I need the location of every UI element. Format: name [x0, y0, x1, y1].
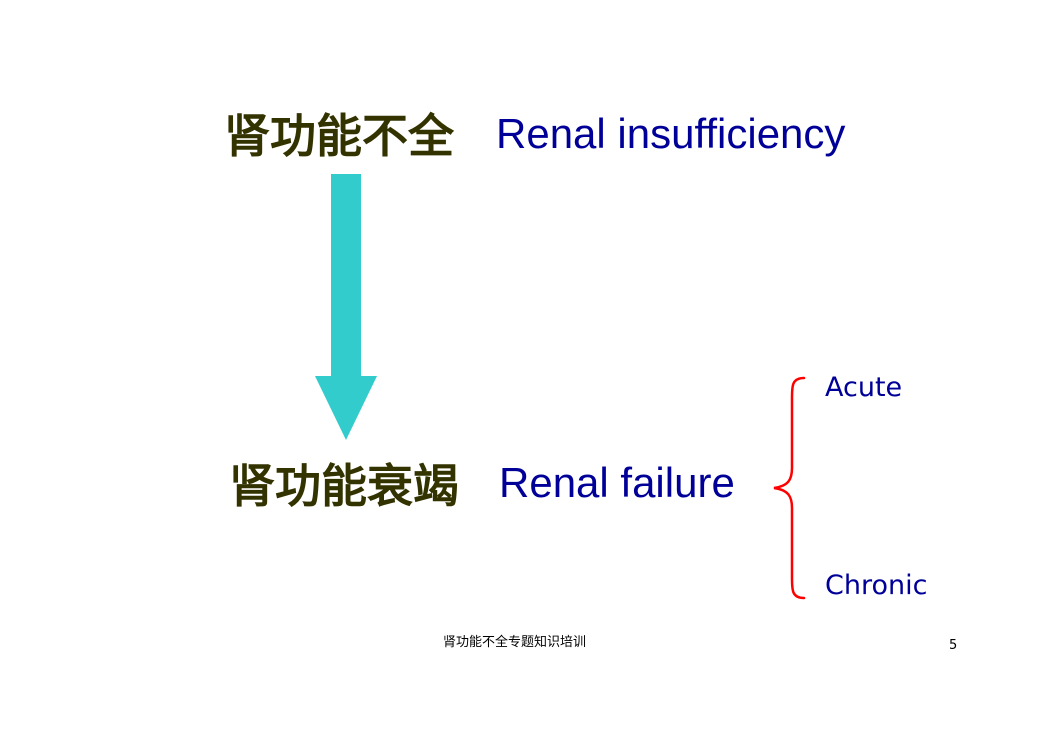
- term-english-failure: Renal failure: [499, 459, 735, 506]
- term-chinese-insufficiency: 肾功能不全: [224, 109, 454, 163]
- left-curly-brace-icon: [773, 376, 806, 600]
- page-number: 5: [949, 638, 958, 653]
- branch-acute: Acute: [825, 372, 903, 403]
- down-arrow-icon: [315, 174, 377, 440]
- term-english-insufficiency: Renal insufficiency: [496, 110, 846, 157]
- footer-title: 肾功能不全专题知识培训: [443, 635, 587, 650]
- branch-chronic: Chronic: [825, 570, 928, 601]
- term-chinese-failure: 肾功能衰竭: [229, 459, 459, 513]
